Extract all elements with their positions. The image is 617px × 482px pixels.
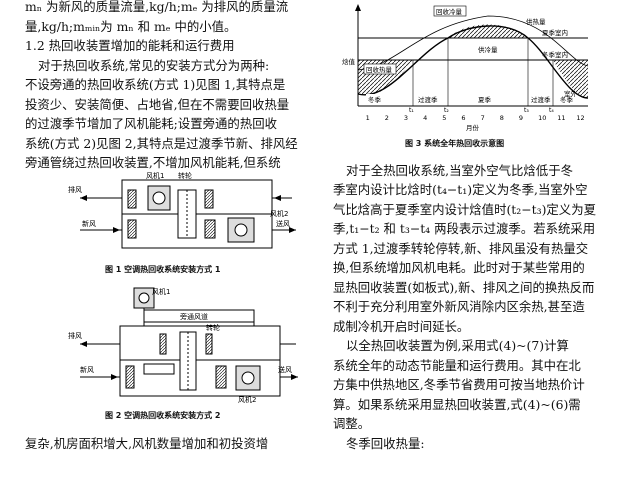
figure-3-diagram: 回收冷量 夏季室内 冬季室内 供热量 供冷量 回收热量 室外 焓值 冬季 过渡季…	[342, 4, 589, 132]
fig2-fan1-label: 风机1	[152, 287, 170, 296]
fig2-bypass-label: 旁通风道	[180, 312, 208, 321]
fig1-exhaust-label: 排风	[68, 185, 82, 194]
fig3-month-tick: 5	[442, 114, 446, 122]
text-line: 系统(方式 2)见图 2,其特点是过渡季节新、排风经	[25, 136, 298, 151]
fig1-rotor-label: 转轮	[178, 171, 192, 180]
fig2-rotor-label: 转轮	[206, 323, 220, 332]
figure-2-caption: 图 2 空调热回收系统安装方式 2	[105, 411, 221, 420]
text-line: 方式 1,过渡季转轮停转,新、排风虽没有热量交	[333, 241, 589, 256]
fig3-cooling-label: 供冷量	[478, 45, 498, 54]
section-heading: 1.2 热回收装置增加的能耗和运行费用	[25, 38, 235, 53]
fig3-month-tick: 9	[519, 114, 523, 122]
text-line: 方集中供热地区,冬季节省费用可按当地热价计	[333, 377, 585, 392]
fig1-fan1-label: 风机1	[146, 171, 164, 180]
text-line: 不设旁通的热回收系统(方式 1)见图 1,其特点是	[25, 77, 286, 92]
fig3-summer-indoor-label: 夏季室内	[542, 28, 568, 37]
text-line: 换,但系统增加风机电耗。此时对于某些常用的	[333, 260, 585, 275]
fig3-winter-label: 冬季	[368, 95, 382, 104]
fig3-transition-label-2: 过渡季	[531, 95, 551, 104]
fig2-supply-label: 送风	[278, 365, 292, 374]
fig3-month-tick: 8	[500, 114, 504, 122]
text-line: 成制冷机开启时间延长。	[333, 319, 470, 334]
text-line: 季室内设计比焓时(t₄−t₁)定义为冬季,当室外空	[333, 182, 588, 197]
fig1-supply-label: 送风	[276, 219, 290, 228]
text-line: 显热回收装置(如板式),新、排风之间的换热反而	[333, 280, 595, 295]
fig3-t2: t₂	[444, 107, 449, 114]
fig3-transition-label-1: 过渡季	[418, 95, 438, 104]
fig3-recover-heat-label: 回收热量	[366, 65, 393, 74]
text-line: 气比焓高于夏季室内设计焓值时(t₂−t₃)定义为夏	[333, 202, 596, 217]
text-line: 对于全热回收系统,当室外空气比焓低于冬	[346, 163, 573, 178]
figure-1-diagram: 风机1 转轮 风机2 排风 新风 送风	[68, 171, 296, 249]
fig2-exhaust-label: 排风	[68, 331, 82, 340]
text-line: 的过渡季节增加了风机能耗;设置旁通的热回收	[25, 116, 277, 131]
fig3-t1: t₁	[409, 107, 414, 114]
text-line: 以全热回收装置为例,采用式(4)~(7)计算	[346, 338, 569, 353]
figure-1-caption: 图 1 空调热回收系统安装方式 1	[105, 265, 221, 274]
fig3-month-tick: 11	[557, 114, 565, 122]
text-line: 冬季回收热量:	[346, 436, 425, 451]
text-line: 季,t₁−t₂ 和 t₃−t₄ 两段表示过渡季。若系统采用	[333, 221, 596, 236]
fig2-fan2-label: 风机2	[238, 395, 256, 404]
fig3-month-tick: 6	[461, 114, 465, 122]
fig3-month-tick: 12	[576, 114, 584, 122]
fig3-winter-indoor-label: 冬季室内	[542, 50, 568, 59]
fig3-xlabel: 月份	[466, 123, 480, 132]
figure-3-caption: 图 3 系统全年热回收示意图	[405, 139, 505, 148]
fig3-summer-label: 夏季	[478, 95, 492, 104]
text-line: 投资少、安装简便、占地省,但在不需要回收热量	[25, 97, 290, 112]
fig3-outdoor-label: 室外	[564, 89, 578, 98]
fig1-fan2-label: 风机2	[270, 209, 288, 218]
text-line: 旁通管绕过热回收装置,不增加风机能耗,但系统	[25, 155, 281, 170]
fig3-month-tick: 2	[385, 114, 389, 122]
fig3-month-tick: 4	[423, 114, 427, 122]
text-line: 算。如果系统采用显热回收装置,式(4)~(6)需	[333, 397, 581, 412]
text-line: 系统全年的动态节能量和运行费用。其中在北	[333, 358, 581, 373]
fig3-winter-label-2: 冬季	[560, 95, 574, 104]
fig3-ylabel: 焓值	[342, 57, 356, 66]
fig3-t3: t₃	[524, 107, 529, 114]
fig3-month-tick: 10	[538, 114, 546, 122]
fig3-recover-cold-label: 回收冷量	[436, 7, 463, 16]
text-line: 对于热回收系统,常见的安装方式分为两种:	[38, 58, 270, 73]
fig1-fresh-label: 新风	[82, 219, 96, 228]
fig3-month-tick: 1	[366, 114, 370, 122]
figure-2-diagram: 风机1 旁通风道 排风 转轮 新风 送风 风机2	[68, 287, 298, 404]
fig2-fresh-label: 新风	[80, 365, 94, 374]
text-line: 调整。	[333, 416, 371, 431]
fig3-month-tick: 7	[481, 114, 485, 122]
text-line: 复杂,机房面积增大,风机数量增加和初投资增	[25, 436, 269, 451]
text-line: mₙ 为新风的质量流量,kg/h;mₑ 为排风的质量流	[25, 0, 289, 14]
text-line: 量,kg/h;mₘᵢₙ为 mₙ 和 mₑ 中的小值。	[25, 19, 237, 34]
text-line: 不利于充分利用室外新风消除内区余热,甚至造	[333, 299, 585, 314]
fig3-t4: t₄	[549, 107, 554, 114]
fig3-heat-supply-label: 供热量	[526, 17, 546, 26]
fig3-month-tick: 3	[404, 114, 408, 122]
